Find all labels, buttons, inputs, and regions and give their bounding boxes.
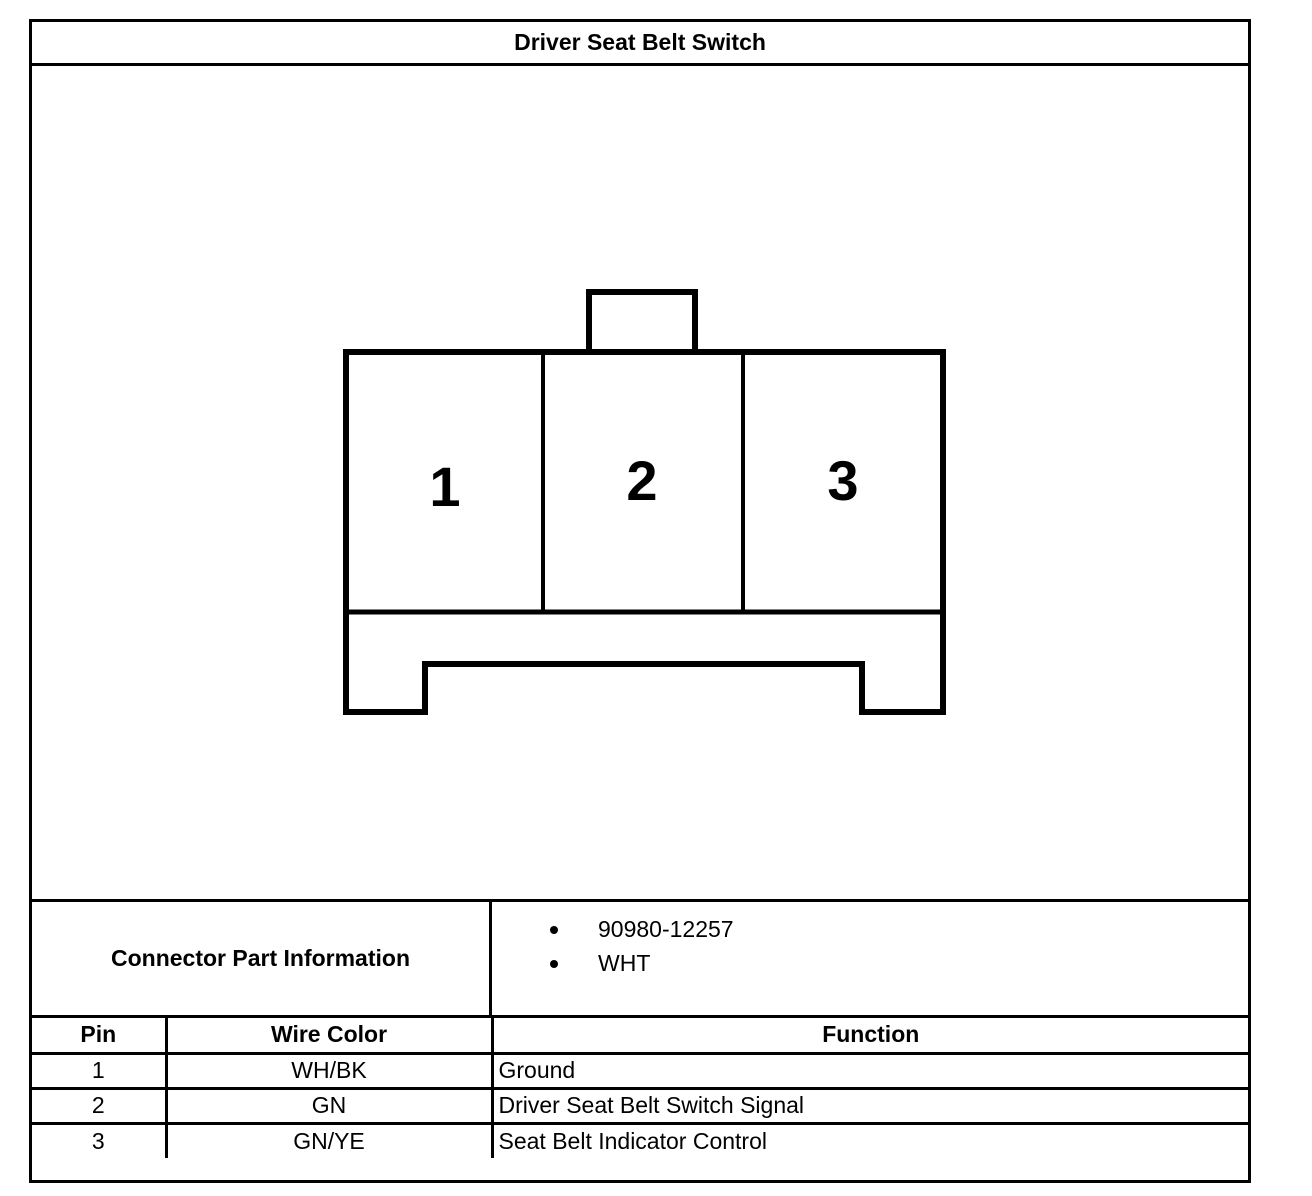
pin-function: Seat Belt Indicator Control: [490, 1121, 1248, 1158]
wire-color: GN: [164, 1086, 494, 1125]
sheet-title: Driver Seat Belt Switch: [32, 22, 1248, 66]
pin-function: Ground: [490, 1051, 1248, 1090]
table-row: 2 GN Driver Seat Belt Switch Signal: [32, 1086, 1248, 1125]
pin-function: Driver Seat Belt Switch Signal: [490, 1086, 1248, 1125]
pin-number: 3: [32, 1121, 168, 1158]
connector-sheet: Driver Seat Belt Switch 1 2 3 Connector …: [29, 19, 1251, 1183]
header-pin: Pin: [32, 1018, 168, 1055]
connector-diagram: 1 2 3: [32, 66, 1248, 899]
pin-table-header: Pin Wire Color Function: [32, 1018, 1248, 1055]
header-wire-color: Wire Color: [164, 1018, 494, 1055]
connector-body-outline: [343, 349, 946, 715]
pin-number: 1: [32, 1051, 168, 1090]
connector-latch-tab: [586, 289, 698, 352]
part-info-list: 90980-12257 WHT: [492, 902, 1248, 1025]
table-row: 3 GN/YE Seat Belt Indicator Control: [32, 1121, 1248, 1158]
part-info-item: 90980-12257: [492, 912, 1248, 946]
wire-color: GN/YE: [164, 1121, 494, 1158]
part-info-label: Connector Part Information: [32, 902, 492, 1015]
table-row: 1 WH/BK Ground: [32, 1051, 1248, 1090]
pin-number: 2: [32, 1086, 168, 1125]
cavity-label-1: 1: [429, 455, 460, 518]
cavity-label-3: 3: [827, 449, 858, 512]
cavity-label-2: 2: [626, 449, 657, 512]
connector-part-info: Connector Part Information 90980-12257 W…: [32, 899, 1248, 1018]
header-function: Function: [490, 1018, 1248, 1055]
pin-table: Pin Wire Color Function 1 WH/BK Ground 2…: [32, 1018, 1248, 1158]
part-info-item: WHT: [492, 946, 1248, 980]
wire-color: WH/BK: [164, 1051, 494, 1090]
connector-face-drawing: 1 2 3: [343, 289, 946, 715]
